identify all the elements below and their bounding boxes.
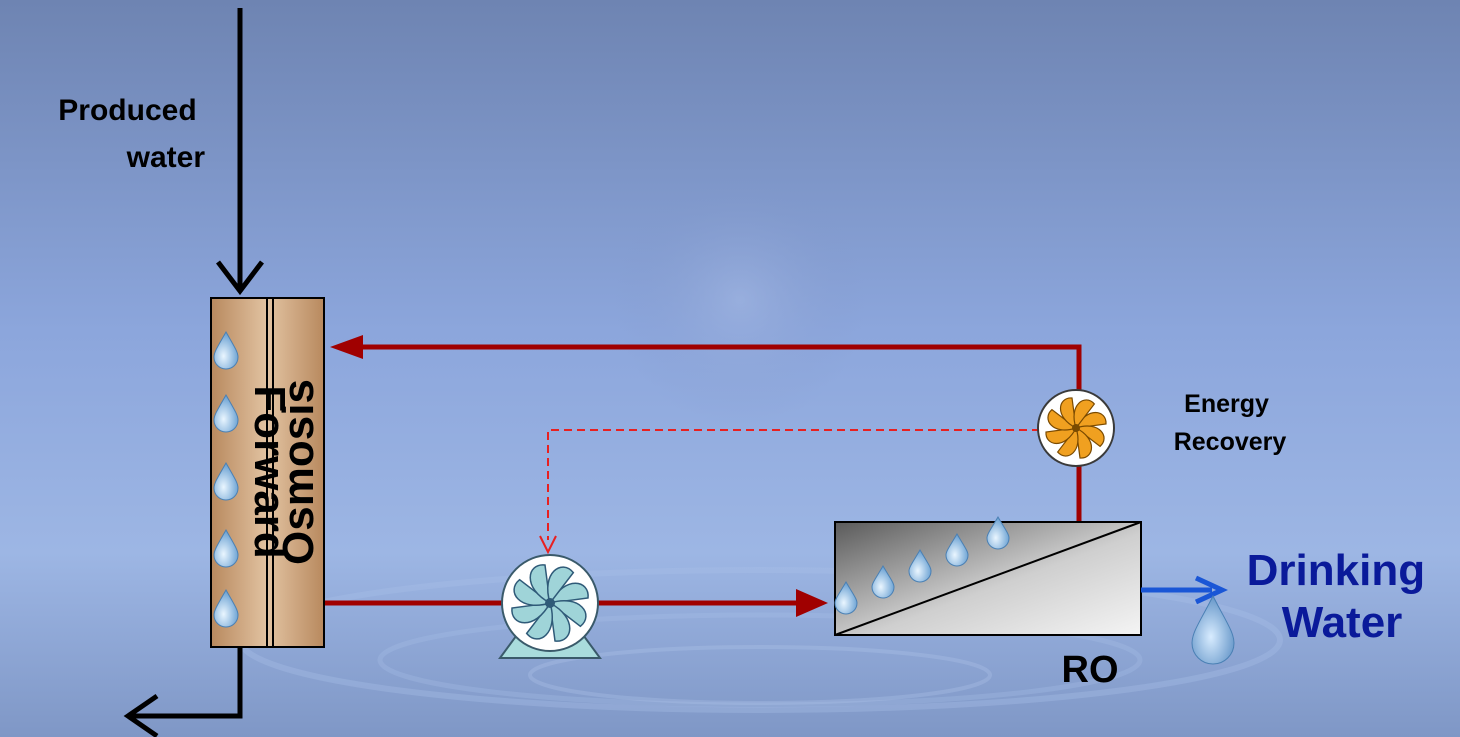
ro-label: RO [1062, 649, 1119, 691]
energy-recovery-turbine-icon [1038, 390, 1114, 466]
osmosis-label: Osmosis [274, 379, 323, 565]
pump-icon [500, 555, 600, 658]
background-globe [615, 175, 865, 425]
